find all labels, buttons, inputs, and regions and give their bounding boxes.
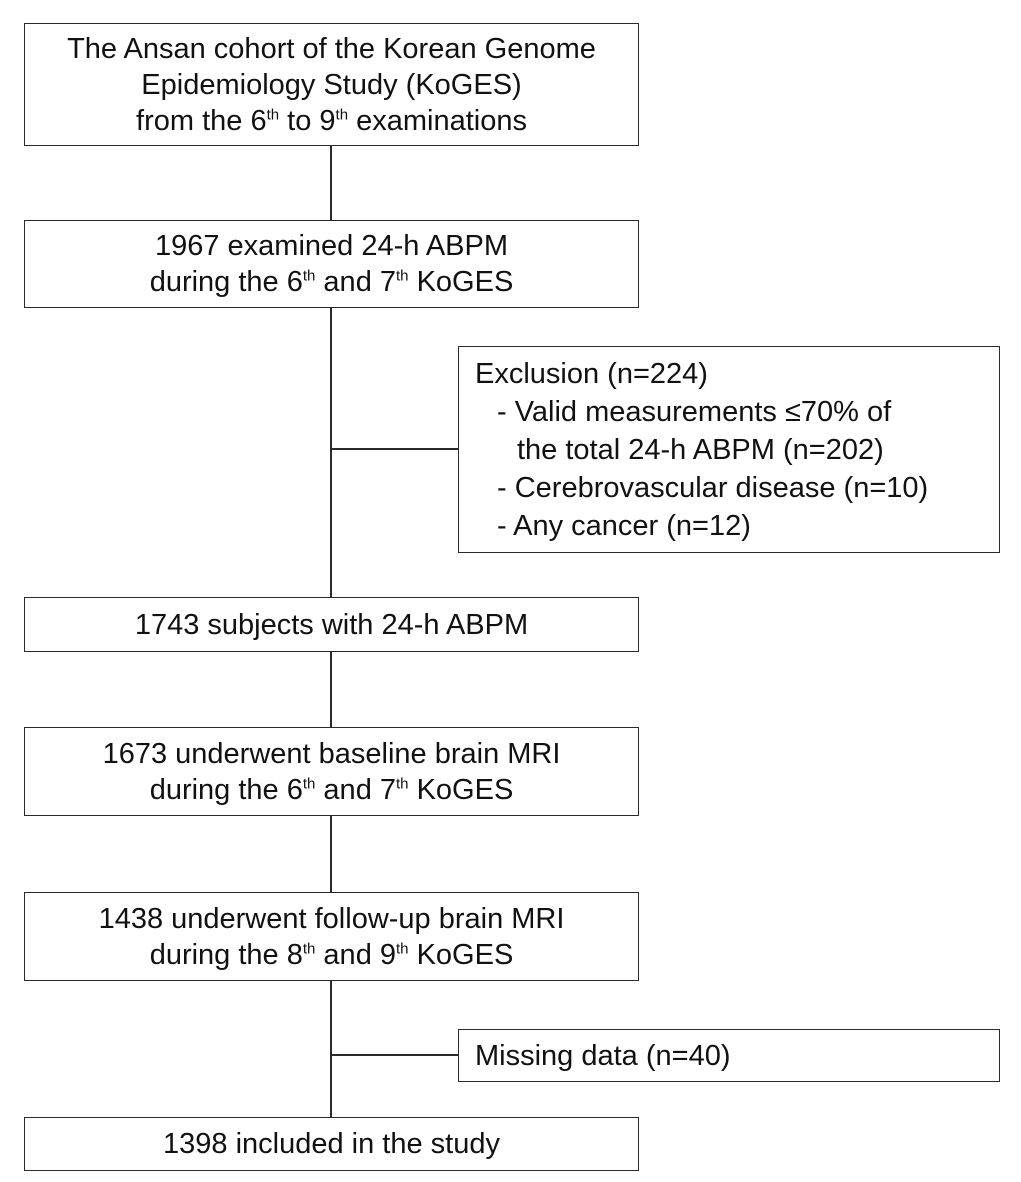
exclusion-item-cerebrovascular: - Cerebrovascular disease (n=10): [497, 471, 929, 504]
connector-missing-branch: [330, 1054, 458, 1056]
cohort-source-line-1: The Ansan cohort of the Korean Genome: [67, 32, 596, 65]
missing-data-box: Missing data (n=40): [458, 1029, 1000, 1082]
connector-box4-box5: [330, 815, 332, 892]
followup-mri-line-1: 1438 underwent follow-up brain MRI: [98, 902, 565, 935]
connector-box1-box2: [330, 145, 332, 220]
subjects-abpm-box: 1743 subjects with 24-h ABPM: [24, 597, 639, 652]
subjects-abpm-line-1: 1743 subjects with 24-h ABPM: [134, 608, 529, 641]
examined-abpm-line-1: 1967 examined 24-h ABPM: [154, 230, 509, 262]
exclusion-title: Exclusion (n=224): [475, 357, 708, 390]
cohort-source-line-2: Epidemiology Study (KoGES): [141, 68, 522, 101]
examined-abpm-line-2: during the 6th and 7th KoGES: [149, 266, 514, 298]
baseline-mri-line-1: 1673 underwent baseline brain MRI: [102, 737, 561, 770]
included-study-line-1: 1398 included in the study: [163, 1128, 500, 1160]
exclusion-item-valid-measurements-cont: the total 24-h ABPM (n=202): [517, 433, 884, 466]
cohort-source-line-3: from the 6th to 9th examinations: [136, 104, 527, 137]
included-study-box: 1398 included in the study: [24, 1117, 639, 1171]
connector-box5-box6: [330, 980, 332, 1117]
connector-exclusion-branch: [330, 448, 458, 450]
baseline-mri-box: 1673 underwent baseline brain MRI during…: [24, 727, 639, 816]
examined-abpm-box: 1967 examined 24-h ABPM during the 6th a…: [24, 220, 639, 308]
followup-mri-line-2: during the 8th and 9th KoGES: [149, 938, 514, 971]
exclusion-item-valid-measurements: - Valid measurements ≤70% of: [497, 395, 892, 428]
followup-mri-box: 1438 underwent follow-up brain MRI durin…: [24, 892, 639, 981]
connector-box2-box3: [330, 307, 332, 597]
exclusion-box: Exclusion (n=224) - Valid measurements ≤…: [458, 346, 1000, 553]
cohort-source-box: The Ansan cohort of the Korean Genome Ep…: [24, 23, 639, 146]
missing-data-label: Missing data (n=40): [475, 1039, 731, 1072]
exclusion-item-cancer: - Any cancer (n=12): [497, 509, 751, 542]
baseline-mri-line-2: during the 6th and 7th KoGES: [149, 773, 514, 806]
connector-box3-box4: [330, 651, 332, 727]
